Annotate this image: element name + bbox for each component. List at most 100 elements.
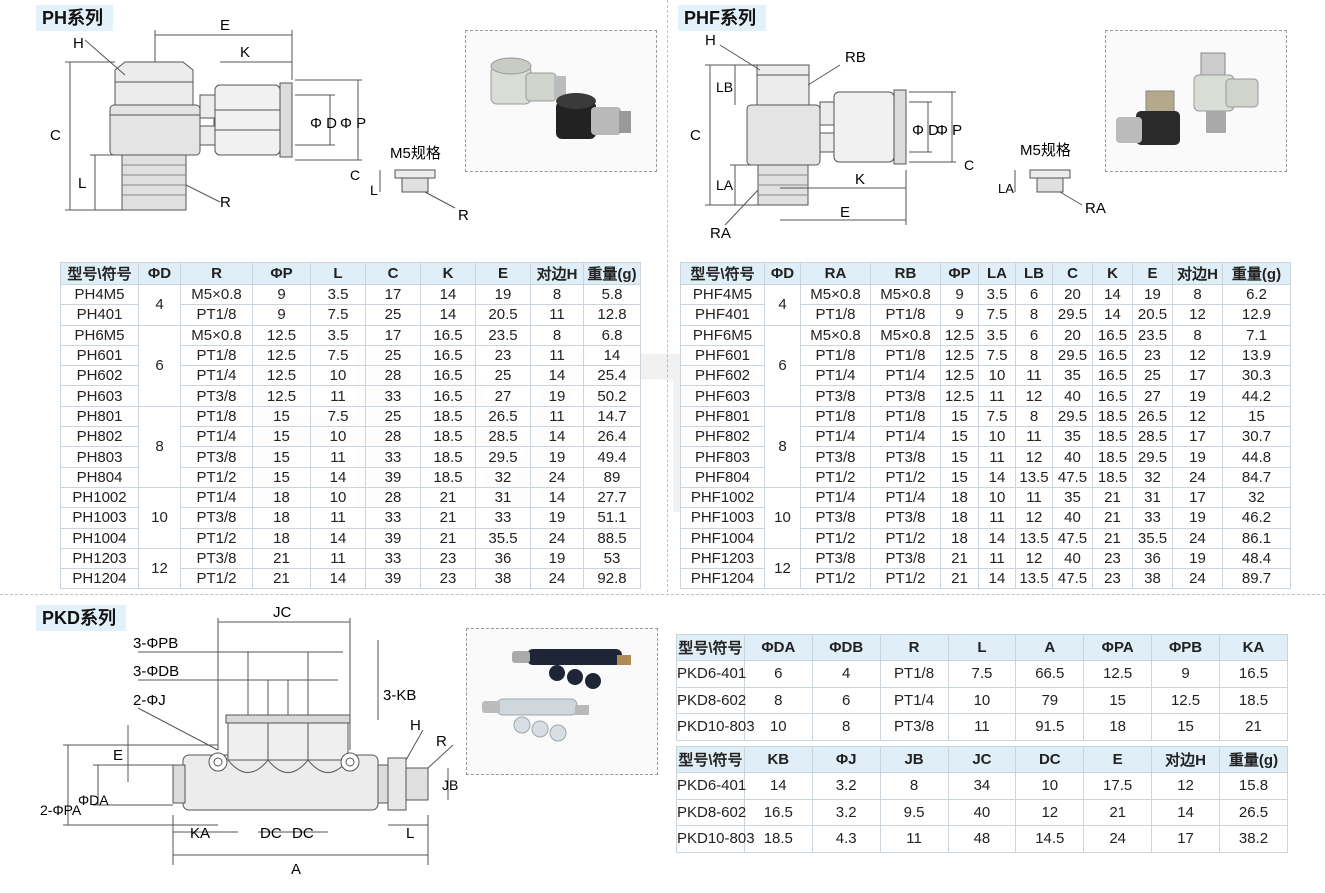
- phf_table-col-header: ΦP: [940, 262, 979, 285]
- table-cell: 18.5: [1092, 466, 1133, 488]
- table-cell: 19: [1132, 283, 1173, 306]
- table-cell: 11: [947, 713, 1017, 741]
- table-cell: 12.8: [583, 304, 641, 326]
- table-cell: 24: [530, 466, 584, 488]
- model-cell: PHF602: [680, 365, 765, 387]
- table-cell: 11: [530, 344, 584, 367]
- table-cell: 18: [940, 527, 979, 549]
- pkd-dim-A: A: [291, 861, 301, 878]
- table-cell: 12: [1015, 446, 1053, 468]
- table-cell: 20: [1052, 283, 1093, 306]
- table-cell: PT3/8: [800, 446, 871, 468]
- table-cell: 33: [1132, 507, 1173, 529]
- table-cell: 25: [1132, 365, 1173, 387]
- ph_table-col-header: C: [365, 262, 421, 285]
- table-cell: 53: [583, 547, 641, 570]
- model-cell: PKD8-602: [676, 798, 746, 826]
- table-cell: 15: [940, 426, 979, 448]
- table-cell: 40: [1052, 507, 1093, 529]
- phf_table-col-header: 对边H: [1172, 262, 1223, 285]
- table-cell: 29.5: [1052, 405, 1093, 428]
- table-cell: 11: [978, 507, 1016, 529]
- table-cell: 38.2: [1219, 825, 1288, 853]
- table-cell: 12.9: [1222, 304, 1291, 326]
- table-cell: 14.7: [583, 405, 641, 428]
- table-cell: 7.5: [310, 304, 366, 326]
- phf_table-col-header: K: [1092, 262, 1133, 285]
- ph-dimension-drawing: E K H C L R Φ D Φ P M5规格 C L R: [50, 17, 469, 224]
- table-cell: PT3/8: [870, 385, 941, 407]
- table-cell: 92.8: [583, 568, 641, 590]
- model-cell: PKD10-803: [676, 825, 755, 853]
- table-cell: 3.2: [811, 772, 881, 800]
- table-cell: 40: [947, 798, 1017, 826]
- table-cell: PT1/2: [870, 527, 941, 549]
- ph-m5-R: R: [458, 207, 469, 224]
- table-cell: 8: [1172, 283, 1223, 306]
- table-cell: 17: [1172, 426, 1223, 448]
- table-cell: 6: [743, 660, 813, 688]
- model-cell: PH804: [60, 466, 139, 488]
- phf_table-col-header: RB: [870, 262, 941, 285]
- table-cell: 11: [978, 446, 1016, 468]
- table-cell: 88.5: [583, 527, 641, 549]
- table-cell: 26.5: [1132, 405, 1173, 428]
- table-cell: 10: [1015, 772, 1085, 800]
- table-cell: PT3/8: [879, 713, 949, 741]
- table-cell: 11: [978, 547, 1016, 570]
- table-cell: 40: [1052, 446, 1093, 468]
- table-cell: PT3/8: [180, 547, 253, 570]
- pkd-dimension-drawing: JC 3-ΦPB 3-ΦDB 2-ΦJ 3-KB H R E 2-ΦPA ΦDA…: [40, 604, 458, 878]
- table-cell: 14: [420, 283, 476, 306]
- table-cell: 11: [310, 507, 366, 529]
- pkd-dim-DA: ΦDA: [78, 792, 109, 808]
- model-cell: PHF1002: [680, 486, 765, 509]
- table-cell: 8: [743, 686, 813, 714]
- table-cell: 12.5: [252, 344, 311, 367]
- ph-dim-L: L: [78, 175, 86, 192]
- table-cell: 11: [978, 385, 1016, 407]
- phf-dim-RB: RB: [845, 49, 866, 66]
- table-cell: 18.5: [1092, 446, 1133, 468]
- pkd_table1-col-header: ΦPA: [1083, 634, 1153, 661]
- table-cell: PT1/2: [870, 568, 941, 590]
- table-cell: 35.5: [1132, 527, 1173, 549]
- table-cell: 32: [1132, 466, 1173, 488]
- table-cell: 17: [1151, 825, 1220, 853]
- phf_table-col-header: ΦD: [764, 262, 801, 285]
- model-cell: PHF4M5: [680, 283, 765, 306]
- bore-diameter-cell: 6: [764, 324, 801, 407]
- table-cell: 39: [365, 568, 421, 590]
- table-cell: 11: [1015, 365, 1053, 387]
- table-cell: 25.4: [583, 365, 641, 387]
- table-cell: 9: [940, 283, 979, 306]
- pkd-dim-PA: 2-ΦPA: [40, 802, 82, 818]
- table-cell: 8: [811, 713, 881, 741]
- ph-product-photo: [465, 30, 657, 172]
- model-cell: PH6M5: [60, 324, 139, 346]
- table-cell: 44.8: [1222, 446, 1291, 468]
- table-cell: 13.5: [1015, 568, 1053, 590]
- pkd_table1-col-header: 型号\符号: [676, 634, 745, 661]
- table-cell: 12.5: [1083, 660, 1153, 688]
- table-cell: 12: [1015, 798, 1085, 826]
- table-cell: 48: [947, 825, 1017, 853]
- table-cell: 21: [1219, 713, 1288, 741]
- pkd_table2-col-header: JC: [947, 746, 1017, 773]
- ph-dim-R: R: [220, 194, 231, 211]
- table-cell: 26.5: [475, 405, 531, 428]
- ph_table-col-header: 型号\符号: [60, 262, 139, 285]
- table-cell: 6.2: [1222, 283, 1291, 306]
- table-cell: 11: [310, 547, 366, 570]
- model-cell: PH803: [60, 446, 139, 468]
- table-cell: 14: [310, 527, 366, 549]
